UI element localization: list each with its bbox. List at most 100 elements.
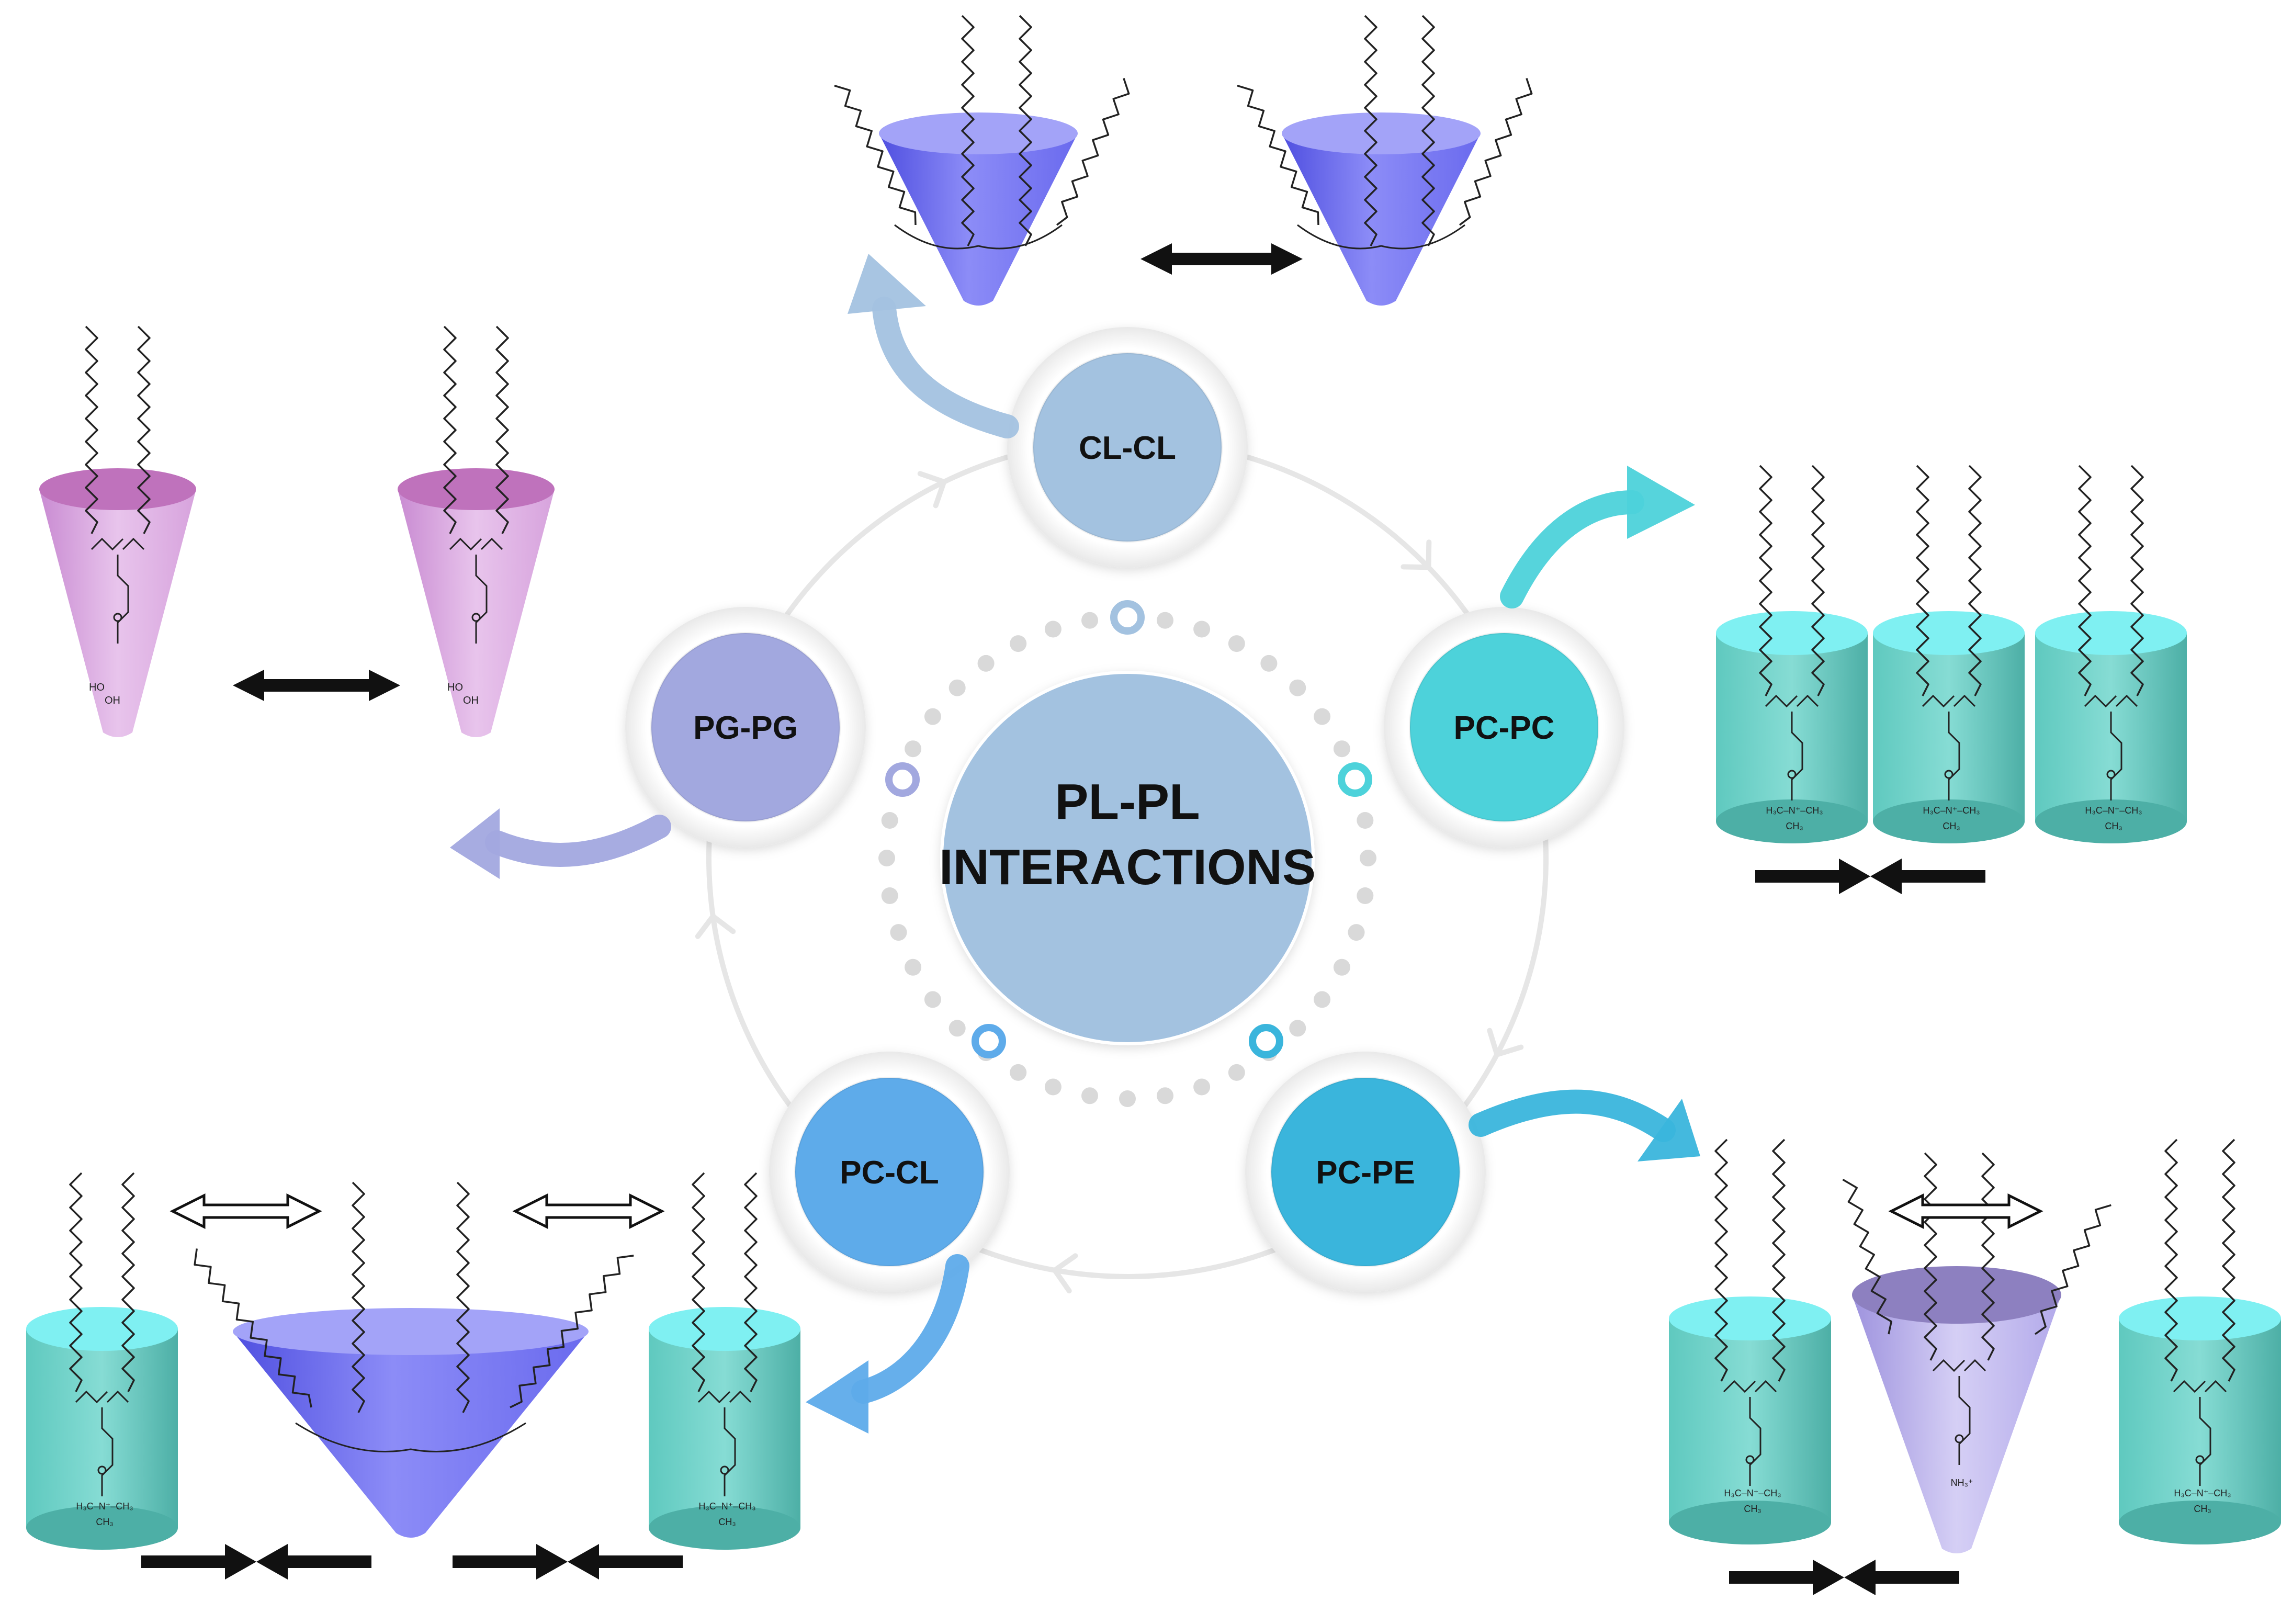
ring-chevron — [695, 914, 736, 939]
fatty-acid-chain — [456, 1181, 470, 1413]
fatty-acid-chain — [352, 1181, 365, 1413]
fatty-acid-chain — [1811, 465, 1825, 696]
ring-marker — [885, 762, 920, 797]
molecule-label: H₃C–N⁺–CH₃ — [76, 1501, 133, 1512]
ring-markers — [885, 600, 1372, 1058]
cl-cone-left — [834, 15, 1130, 306]
fatty-acid-chain — [1759, 465, 1772, 696]
center-title-line1: PL-PL — [1055, 774, 1200, 830]
pc-cl-repulsion-arrow-right — [512, 1193, 665, 1230]
pc-pc-compression-arrows — [1755, 859, 1985, 894]
arrow-pc-pc — [1500, 466, 1695, 608]
ring-dot — [948, 1020, 966, 1037]
node-label: CL-CL — [1079, 430, 1176, 466]
ring-dot — [878, 850, 895, 866]
molecule-label: H₃C–N⁺–CH₃ — [1923, 805, 1980, 816]
pc-pe-repulsion-arrow — [1888, 1193, 2043, 1230]
center-title-line2: INTERACTIONS — [939, 839, 1316, 895]
ring-dot — [1193, 621, 1211, 638]
ring-chevron — [1487, 1028, 1524, 1057]
node-disc — [650, 632, 841, 822]
fatty-acid-chain — [1421, 15, 1435, 246]
headgroup-structure — [2173, 1380, 2227, 1486]
headgroup-structure — [75, 1390, 129, 1496]
ring-dot — [1360, 850, 1376, 866]
fatty-acid-chain — [1056, 78, 1130, 226]
ring-dot — [1357, 812, 1374, 829]
ring-dot — [1333, 740, 1350, 758]
ring-dot — [1289, 1020, 1306, 1037]
ring-dot — [1010, 635, 1027, 652]
fatty-acid-chain — [1237, 85, 1319, 225]
fatty-acid-chain — [1459, 78, 1533, 226]
fatty-acid-chain — [1916, 465, 1929, 696]
arrow-cl-cl — [848, 254, 1019, 438]
fatty-acid-chain — [137, 325, 151, 534]
ring-dot — [1157, 1087, 1173, 1104]
fatty-acid-chain — [1968, 465, 1982, 696]
node-disc — [794, 1077, 985, 1267]
node-pc-pe: PC-PE — [1245, 1052, 1486, 1292]
cl-cl-attraction-arrow — [1140, 243, 1303, 275]
fatty-acid-chain — [2130, 465, 2144, 696]
molecule-label: CH₃ — [96, 1517, 113, 1527]
ring-dot — [1081, 1087, 1098, 1104]
fatty-acid-chain — [85, 325, 98, 534]
pc-cl-compression-arrows-left — [141, 1544, 371, 1580]
fatty-acid-chain — [834, 85, 917, 225]
node-label: PC-PC — [1454, 710, 1555, 746]
fatty-acid-chain — [69, 1172, 83, 1392]
molecule-label: OH — [105, 695, 120, 706]
ring-chevron — [917, 471, 947, 509]
pc-cl-cardiolipin-cone — [194, 1181, 634, 1538]
ring-dot — [1333, 958, 1350, 976]
ring-marker — [1338, 762, 1372, 797]
fatty-acid-chain — [692, 1172, 705, 1392]
ring-arc — [1445, 826, 1549, 1130]
cl-cone-right — [1237, 15, 1533, 306]
molecule-label: NH₃⁺ — [1951, 1478, 1973, 1488]
ring-dot — [1260, 655, 1278, 672]
fatty-acid-chain — [495, 325, 509, 534]
pg-pg-attraction-arrow — [233, 670, 400, 701]
ring-arc — [706, 826, 810, 1130]
molecule-label: OH — [463, 695, 479, 706]
arrow-pc-pe — [1469, 1089, 1700, 1161]
node-pg-pg: PG-PG — [625, 607, 866, 848]
arrow-pg-pg — [450, 808, 671, 879]
molecule-label: H₃C–N⁺–CH₃ — [2174, 1488, 2231, 1498]
molecule-label: H₃C–N⁺–CH₃ — [698, 1501, 755, 1512]
ring-marker — [1249, 1024, 1283, 1058]
fatty-acid-chain — [1924, 1152, 1937, 1361]
headgroup-structure — [449, 537, 503, 644]
ring-dot — [1044, 1078, 1062, 1096]
pc-cl-repulsion-arrow-left — [170, 1193, 322, 1230]
curved-arrows — [450, 254, 1700, 1434]
molecule-label: CH₃ — [718, 1517, 736, 1527]
ring-dot — [1228, 635, 1245, 652]
ring-dot — [1348, 924, 1365, 941]
node-pc-cl: PC-CL — [769, 1052, 1010, 1292]
headgroup-structure — [1723, 1380, 1777, 1486]
headgroup-structure — [1922, 694, 1976, 800]
center-node: PL-PL INTERACTIONS — [939, 671, 1316, 1045]
ring-dot — [1157, 612, 1173, 629]
fatty-acid-chain — [510, 1255, 634, 1408]
fatty-acid-chain — [1772, 1138, 1786, 1382]
ring-marker — [1110, 600, 1145, 635]
pc-cl-cylinder-left: H₃C–N⁺–CH₃ CH₃ — [26, 1172, 178, 1550]
ring — [695, 449, 1549, 1294]
node-pc-pc: PC-PC — [1384, 607, 1624, 848]
fatty-acid-chain — [2078, 465, 2092, 696]
pc-pe-ethanolamine-cone: NH₃⁺ — [1842, 1152, 2111, 1553]
molecule-label: CH₃ — [1744, 1504, 1761, 1514]
ring-dot — [948, 679, 966, 696]
molecule-label: CH₃ — [1786, 821, 1803, 831]
headgroup-structure — [697, 1390, 752, 1496]
node-label: PC-PE — [1316, 1155, 1415, 1191]
